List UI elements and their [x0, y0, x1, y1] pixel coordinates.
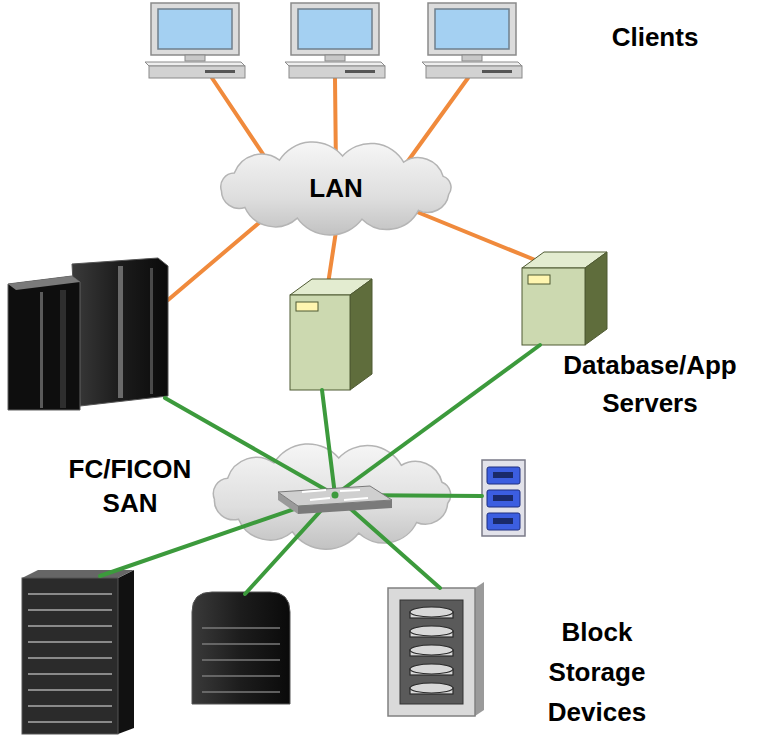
server-panel: [296, 302, 318, 311]
switch-port: [332, 492, 339, 499]
switch-arrows: [302, 490, 368, 500]
mainframe-cabinet: [8, 276, 80, 410]
tape-cartridge: [487, 467, 520, 484]
mainframe-trim: [40, 292, 43, 408]
mainframe-trim: [150, 268, 153, 394]
group-label: Database/App Servers: [545, 346, 755, 422]
cloud-label: FC/FICON SAN: [62, 448, 198, 524]
tape-cartridge: [487, 490, 520, 507]
tape-slot: [493, 518, 513, 524]
lan-wire: [400, 78, 468, 172]
caption-box: Clients: [585, 20, 725, 54]
disk-platters: [410, 607, 453, 694]
server-front: [522, 268, 585, 345]
storage-unit-body: [192, 592, 290, 704]
server-front: [290, 295, 350, 390]
rack-side: [118, 570, 134, 734]
tape-slot: [493, 472, 513, 478]
network-name: FC/FICON SAN: [62, 452, 198, 520]
storage-rack: [22, 570, 134, 734]
tape-cartridge: [487, 513, 520, 530]
mainframe: [8, 258, 168, 410]
san-wire: [322, 390, 335, 495]
disk-array-side: [475, 582, 484, 716]
server-panel: [528, 275, 550, 284]
client-computer: [422, 3, 522, 78]
switch-top: [278, 486, 392, 506]
rack-slats: [28, 594, 112, 722]
server-side: [585, 252, 607, 345]
storage-unit-grille: [202, 628, 280, 692]
rack-front: [22, 578, 118, 734]
disk-array-bay: [400, 600, 463, 704]
group-label: Block Storage Devices: [537, 612, 657, 732]
client-computer: [145, 3, 245, 78]
san-wire: [165, 398, 335, 495]
server-side: [350, 279, 372, 390]
lan-wire: [400, 205, 540, 262]
server: [522, 252, 607, 345]
disk-array-frame: [388, 588, 475, 716]
mainframe-top: [8, 276, 80, 290]
mainframe-trim: [60, 290, 66, 408]
network-name: LAN: [309, 173, 362, 203]
san-wires: [100, 345, 540, 594]
storage-unit: [192, 592, 290, 704]
server: [290, 279, 372, 390]
san-wire: [335, 345, 540, 495]
tape-library: [482, 460, 525, 536]
cloud-label: LAN: [205, 138, 467, 238]
network-cloud: LAN: [205, 138, 467, 238]
cloud-shape: [221, 142, 451, 235]
lan-wires: [168, 78, 540, 300]
tape-slot: [493, 495, 513, 501]
caption-box: Block Storage Devices: [537, 612, 657, 732]
mainframe-cabinet: [72, 258, 168, 406]
group-label: Clients: [612, 20, 699, 54]
mainframe-trim: [118, 266, 123, 398]
fc-switch: [278, 486, 392, 514]
client-computer: [285, 3, 385, 78]
caption-box: Database/App Servers: [545, 346, 755, 422]
disk-array: [388, 582, 484, 716]
tape-frame: [482, 460, 525, 536]
